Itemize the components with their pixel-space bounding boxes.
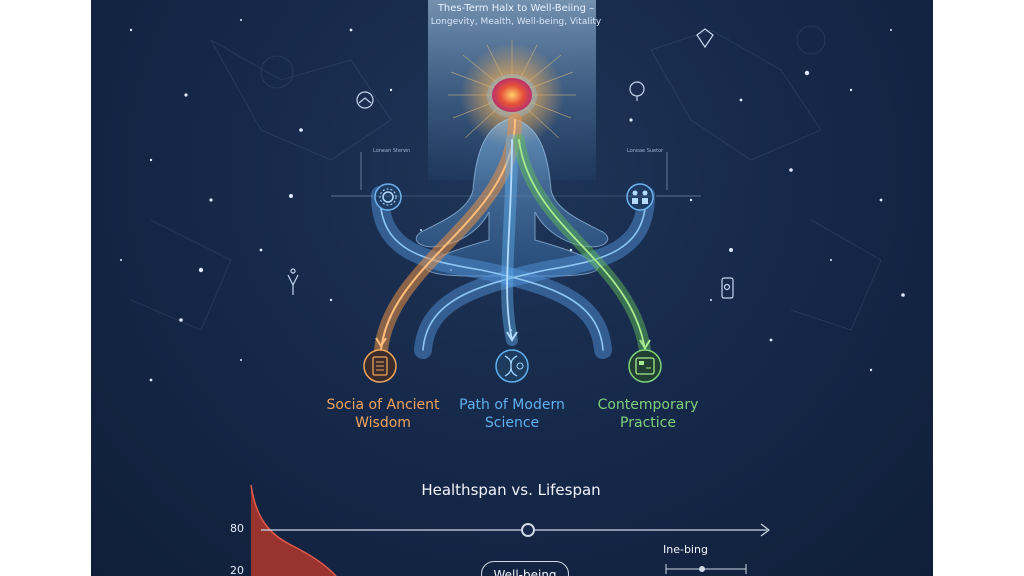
- label-contemporary-practice: Contemporary Practice: [597, 397, 699, 431]
- inebing-tag: Ine-bing: [663, 543, 708, 556]
- arrow-practice-icon: [639, 339, 651, 350]
- practice-board-icon: [628, 349, 662, 383]
- star-network: [130, 25, 882, 331]
- page-subtitle: Longevity, Mealth, Well-being, Vitality: [430, 17, 602, 27]
- y-tick-20: 20: [230, 564, 244, 576]
- scroll-icon: [363, 349, 397, 383]
- side-note-left: Lonean Sterwn: [373, 148, 411, 154]
- dna-icon: [495, 349, 529, 383]
- yoga-pose-icon: [287, 268, 299, 295]
- arrow-science-icon: [506, 331, 518, 342]
- people-network-icon: [626, 183, 654, 211]
- diamond-badge-icon: [696, 28, 714, 49]
- label-ancient-wisdom: Socia of Ancient Wisdom: [326, 397, 440, 431]
- diagram-canvas: [120, 0, 905, 576]
- callout-lines: [331, 152, 701, 197]
- meditating-figure: [415, 74, 609, 277]
- label-modern-science: Path of Modern Science: [459, 397, 565, 431]
- arrow-ancient-icon: [375, 337, 387, 348]
- healthspan-chart: [250, 484, 770, 576]
- healthspan-curve: [251, 485, 336, 576]
- brain-icon: [492, 78, 532, 112]
- axis-arrow-icon: [760, 523, 770, 537]
- flow-paths: [371, 113, 655, 359]
- handshake-icon: [356, 91, 374, 109]
- wellbeing-tag: Well-being: [481, 561, 569, 576]
- infographic-poster: Thes-Term Halx to Well-Beiing – Longevit…: [91, 0, 933, 576]
- gear-icon: [374, 183, 402, 211]
- side-note-right: Lonoae Suetor: [627, 148, 664, 154]
- phone-icon: [721, 277, 734, 299]
- head-lightbulb-icon: [629, 81, 645, 101]
- y-tick-80: 80: [230, 522, 244, 535]
- axis-marker: [521, 523, 535, 537]
- chart-title: Healthspan vs. Lifespan: [421, 481, 601, 499]
- page-title: Thes-Term Halx to Well-Beiing –: [437, 3, 595, 14]
- stars: [120, 19, 905, 382]
